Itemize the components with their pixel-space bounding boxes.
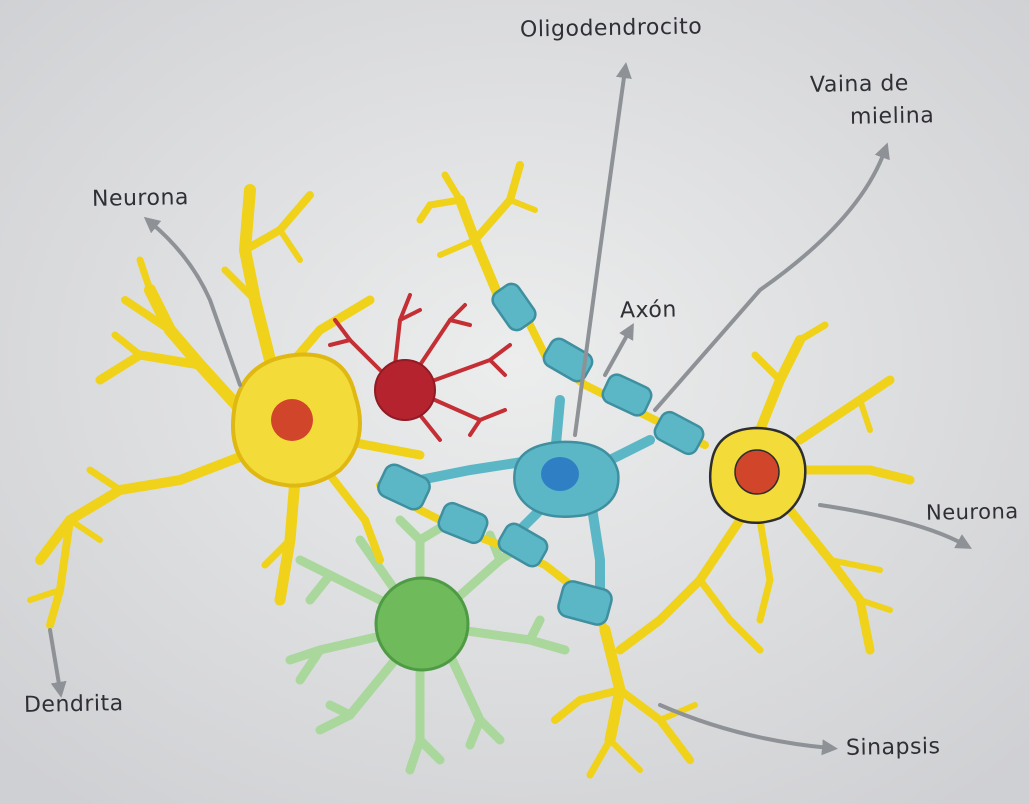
label-mielina: mielina: [850, 103, 935, 129]
neuron-right-nucleus: [735, 450, 779, 494]
astrocyte-body: [376, 578, 468, 670]
label-dendrita: Dendrita: [24, 691, 124, 718]
label-axon: Axón: [620, 298, 677, 324]
label-vaina-de: Vaina de: [810, 71, 909, 98]
label-neurona-right: Neurona: [926, 499, 1019, 525]
label-oligodendrocito: Oligodendrocito: [520, 14, 703, 42]
microglia-body: [375, 360, 435, 420]
oligodendrocyte-nucleus: [541, 457, 579, 491]
label-sinapsis: Sinapsis: [846, 734, 941, 761]
neuron-left-nucleus: [271, 399, 313, 441]
label-neurona-left: Neurona: [92, 185, 189, 212]
